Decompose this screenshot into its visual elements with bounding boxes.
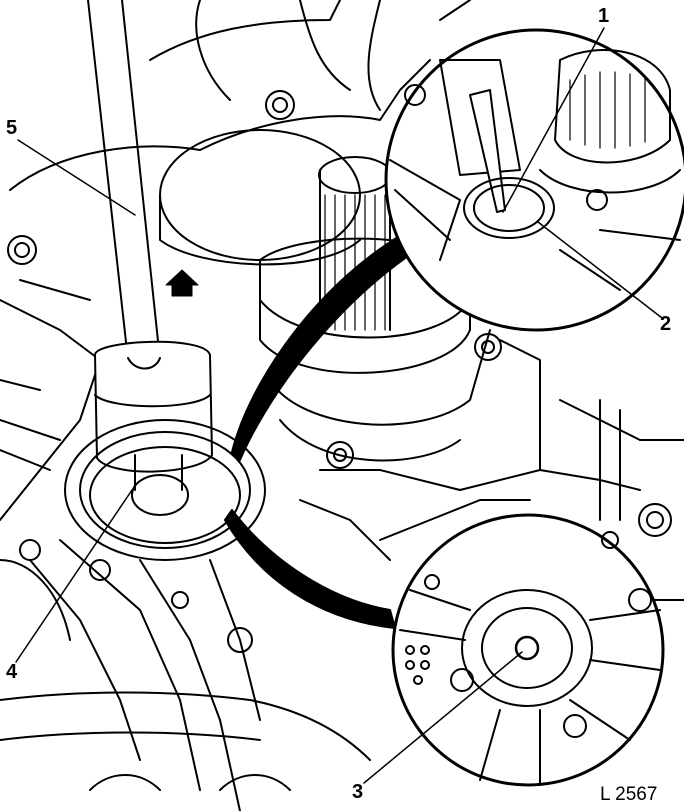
housing-bolts	[7, 90, 502, 653]
detail-view-bottom	[391, 513, 665, 787]
leader-1	[502, 27, 605, 213]
installation-tool	[87, 0, 213, 516]
detail-view-top	[384, 28, 684, 332]
output-shaft-assembly	[159, 129, 541, 491]
reference-code: L 2567	[600, 784, 658, 805]
callout-5: 5	[6, 117, 18, 139]
oil-seal	[64, 419, 266, 561]
leader-lines	[15, 27, 663, 784]
leader-3	[363, 651, 523, 784]
callout-4: 4	[6, 661, 18, 683]
leader-4	[15, 489, 133, 663]
leader-5	[17, 139, 136, 216]
direction-arrow	[165, 269, 199, 297]
callout-1: 1	[598, 5, 610, 27]
callout-3: 3	[352, 781, 364, 803]
leader-2	[537, 221, 663, 319]
callout-2: 2	[660, 313, 672, 335]
